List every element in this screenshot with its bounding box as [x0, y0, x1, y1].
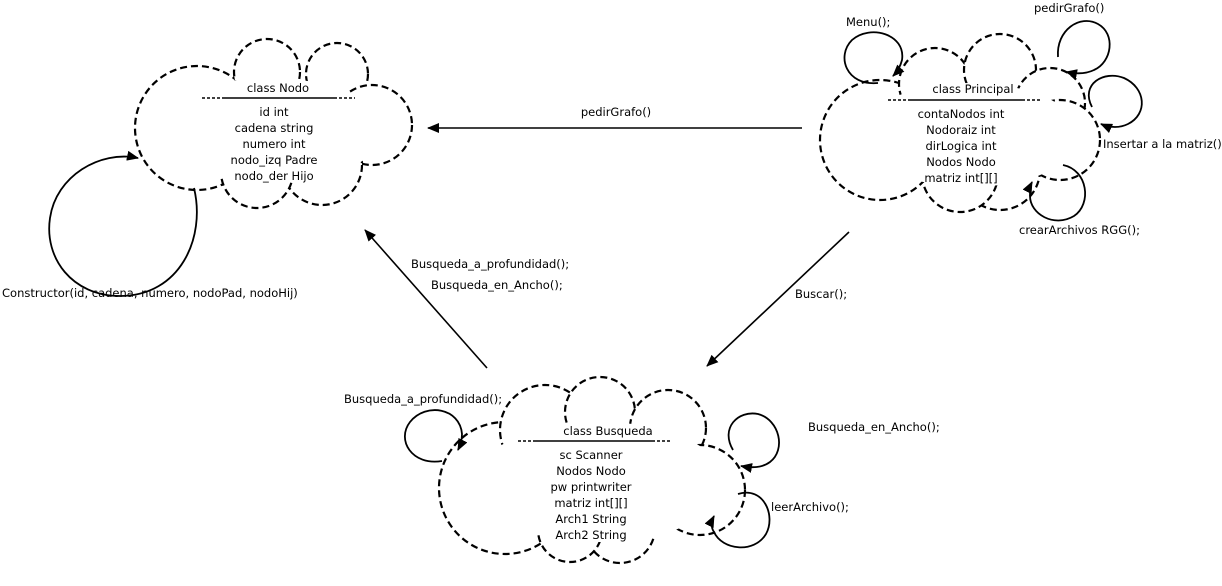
- class-principal-attr: contaNodos int: [918, 107, 1005, 121]
- class-principal[interactable]: class Principal contaNodos int Nodoraiz …: [818, 32, 1102, 214]
- loop-label-pedirgrafo: pedirGrafo(): [1034, 1, 1104, 15]
- loop-arrow-insertar: [1087, 74, 1143, 134]
- loop-arrow-crear: [1022, 164, 1087, 222]
- edge-label-busqueda-ancho: Busqueda_en_Ancho();: [431, 278, 563, 292]
- cloud-shape-nodo: [133, 37, 414, 210]
- class-principal-attr: Nodos Nodo: [926, 155, 996, 169]
- loop-principal-pedirgrafo[interactable]: pedirGrafo(): [1034, 1, 1111, 80]
- class-principal-attr: matriz int[][]: [924, 171, 997, 185]
- loop-arrow-ancho: [727, 412, 780, 473]
- loop-arrow-pedirgrafo: [1057, 20, 1111, 80]
- class-busqueda-attr: matriz int[][]: [554, 496, 627, 510]
- class-nodo-title: class Nodo: [247, 81, 309, 95]
- loop-label-menu: Menu();: [846, 15, 890, 29]
- class-busqueda-attr: Arch2 String: [555, 528, 626, 542]
- loop-label-ancho: Busqueda_en_Ancho();: [808, 420, 940, 434]
- loop-arrow-leer: [704, 491, 771, 549]
- loop-label-constructor: Constructor(id, cadena, numero, nodoPad,…: [2, 286, 298, 300]
- loop-arrow-constructor: [48, 150, 198, 297]
- edge-label-busqueda-profundidad: Busqueda_a_profundidad();: [411, 257, 569, 271]
- loop-arrow-menu: [843, 31, 905, 84]
- class-busqueda-attr: sc Scanner: [559, 448, 622, 462]
- loop-label-insertar: Insertar a la matriz(): [1103, 137, 1222, 151]
- edge-label-buscar: Buscar();: [795, 287, 847, 301]
- loop-arrow-profundidad: [404, 409, 468, 463]
- loop-label-profundidad: Busqueda_a_profundidad();: [344, 392, 502, 406]
- edge-busqueda-to-nodo[interactable]: Busqueda_a_profundidad(); Busqueda_en_An…: [364, 229, 569, 369]
- class-nodo[interactable]: class Nodo id int cadena string numero i…: [133, 37, 414, 210]
- class-nodo-attr: nodo_der Hijo: [234, 169, 313, 183]
- cloud-shape-principal: [818, 32, 1102, 214]
- loop-principal-crear[interactable]: crearArchivos RGG();: [1019, 164, 1140, 237]
- class-nodo-attr: numero int: [242, 137, 306, 151]
- cloud-shape-busqueda: [437, 375, 747, 565]
- class-principal-attr: dirLogica int: [926, 139, 997, 153]
- loop-principal-menu[interactable]: Menu();: [843, 15, 905, 84]
- loop-label-leer: leerArchivo();: [771, 500, 849, 514]
- class-nodo-attr: id int: [259, 105, 289, 119]
- class-principal-attr: Nodoraiz int: [926, 123, 996, 137]
- loop-busqueda-leer[interactable]: leerArchivo();: [704, 491, 849, 549]
- arrow-busqueda-to-nodo: [364, 229, 488, 369]
- class-busqueda-attr: Arch1 String: [555, 512, 626, 526]
- loop-busqueda-ancho[interactable]: Busqueda_en_Ancho();: [727, 412, 940, 473]
- loop-nodo-constructor[interactable]: Constructor(id, cadena, numero, nodoPad,…: [2, 150, 298, 300]
- class-busqueda-title: class Busqueda: [563, 424, 652, 438]
- arrow-principal-to-busqueda: [706, 231, 850, 367]
- class-nodo-attr: cadena string: [235, 121, 314, 135]
- class-principal-title: class Principal: [932, 82, 1013, 96]
- class-busqueda-attr: pw printwriter: [550, 480, 631, 494]
- edge-principal-to-nodo[interactable]: pedirGrafo(): [427, 105, 802, 133]
- class-nodo-attr: nodo_izq Padre: [231, 153, 318, 167]
- loop-label-crear: crearArchivos RGG();: [1019, 223, 1140, 237]
- class-busqueda[interactable]: class Busqueda sc Scanner Nodos Nodo pw …: [437, 375, 747, 565]
- edge-label-pedirgrafo: pedirGrafo(): [581, 105, 651, 119]
- class-busqueda-attr: Nodos Nodo: [556, 464, 626, 478]
- edge-principal-to-busqueda[interactable]: Buscar();: [706, 231, 850, 367]
- loop-principal-insertar[interactable]: Insertar a la matriz(): [1087, 74, 1222, 151]
- loop-busqueda-profundidad[interactable]: Busqueda_a_profundidad();: [344, 392, 502, 463]
